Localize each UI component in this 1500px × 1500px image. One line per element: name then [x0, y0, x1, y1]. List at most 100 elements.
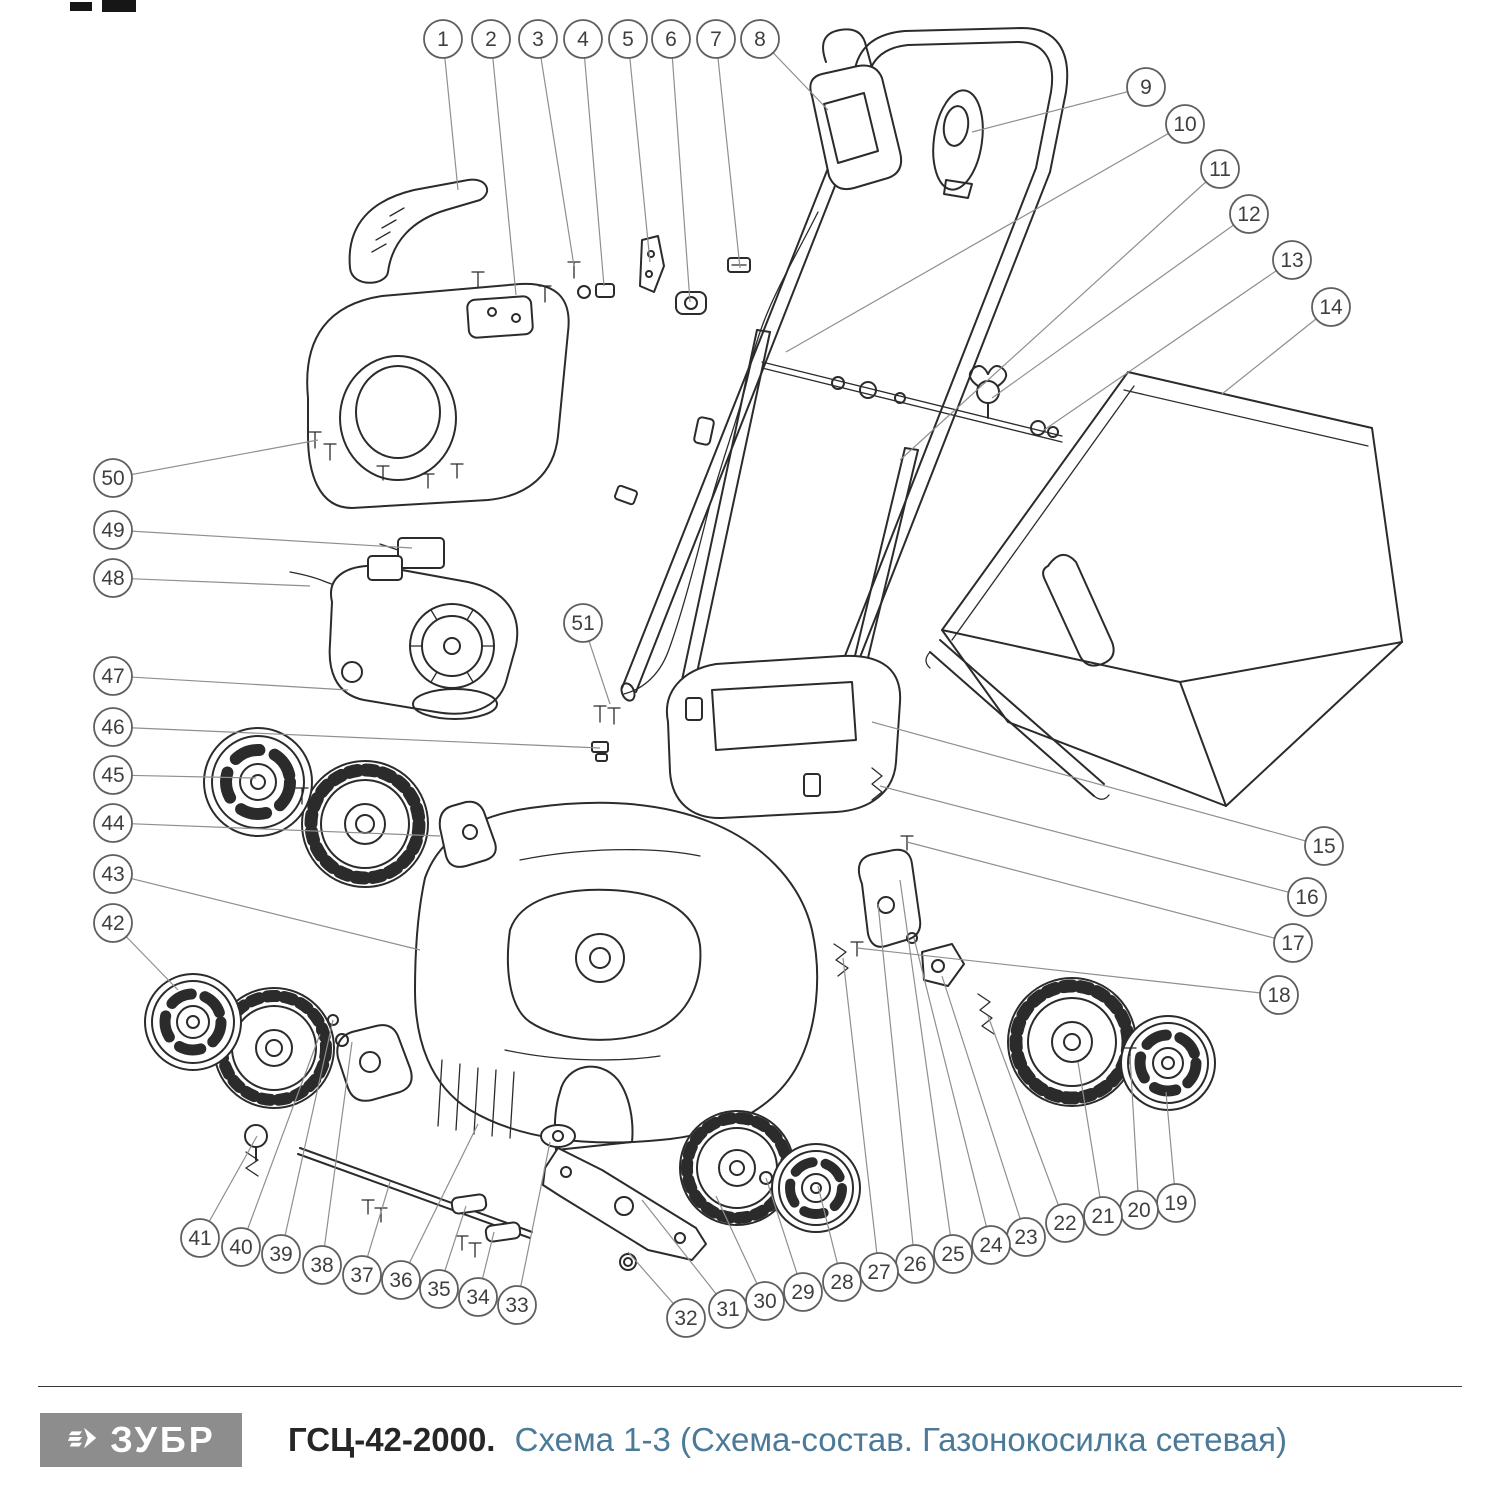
callout-3: 3 — [518, 19, 558, 59]
drawing-height-lever — [244, 1024, 413, 1177]
callout-13: 13 — [1272, 240, 1312, 280]
drawing-blade — [542, 1147, 707, 1271]
callout-31: 31 — [708, 1289, 748, 1329]
callout-35: 35 — [419, 1269, 459, 1309]
model-number: ГСЦ-42-2000. — [288, 1421, 496, 1458]
leader-line-12 — [991, 213, 1250, 399]
drawing-deck — [414, 801, 819, 1151]
callout-14: 14 — [1311, 287, 1351, 327]
drawing-handle-rod — [761, 361, 1063, 443]
svg-text:17: 17 — [1281, 932, 1304, 955]
drawing-start-lever — [932, 89, 984, 199]
callout-49: 49 — [93, 510, 133, 550]
drawing-left-upper-wheels — [203, 727, 497, 888]
svg-text:35: 35 — [427, 1278, 450, 1301]
drawing-rear-chassis — [665, 654, 914, 957]
svg-text:30: 30 — [753, 1290, 776, 1313]
leader-line-36 — [400, 1123, 479, 1281]
callout-5: 5 — [608, 19, 648, 59]
footer: ЗУБР ГСЦ-42-2000. Схема 1-3 (Схема-соста… — [0, 1386, 1500, 1467]
callout-43: 43 — [93, 854, 133, 894]
callout-18: 18 — [1259, 975, 1299, 1015]
callout-48: 48 — [93, 558, 133, 598]
leader-line-11 — [899, 168, 1221, 461]
leader-line-14 — [1221, 306, 1332, 395]
callout-11: 11 — [1200, 149, 1240, 189]
drawing-right-wheels — [1007, 977, 1216, 1111]
leader-line-18 — [856, 947, 1280, 996]
leader-line-22 — [987, 1015, 1066, 1224]
svg-text:26: 26 — [903, 1253, 926, 1276]
callout-22: 22 — [1045, 1203, 1085, 1243]
leader-line-49 — [112, 529, 413, 549]
callout-50: 50 — [93, 458, 133, 498]
callout-25: 25 — [933, 1234, 973, 1274]
svg-text:32: 32 — [674, 1307, 697, 1330]
leader-line-13 — [1043, 259, 1293, 431]
callout-41: 41 — [180, 1218, 220, 1258]
svg-text:23: 23 — [1014, 1226, 1037, 1249]
svg-text:42: 42 — [101, 912, 124, 935]
callout-6: 6 — [651, 19, 691, 59]
drawing-layer — [70, 0, 1403, 1271]
leader-line-29 — [765, 1177, 804, 1293]
callout-28: 28 — [822, 1262, 862, 1302]
leader-line-20 — [1129, 1055, 1140, 1211]
leader-line-27 — [842, 957, 880, 1273]
svg-text:25: 25 — [941, 1243, 964, 1266]
leader-line-38 — [321, 1041, 353, 1266]
callout-21: 21 — [1083, 1196, 1123, 1236]
leader-line-25 — [899, 879, 954, 1255]
callout-30: 30 — [745, 1281, 785, 1321]
svg-text:11: 11 — [1209, 158, 1231, 181]
corner-marks — [70, 0, 136, 12]
drawing-axle-rod — [297, 1124, 576, 1258]
svg-text:51: 51 — [571, 612, 594, 635]
callout-39: 39 — [261, 1234, 301, 1274]
svg-text:33: 33 — [505, 1294, 528, 1317]
callout-19: 19 — [1156, 1183, 1196, 1223]
drawing-hood — [306, 282, 570, 509]
svg-text:29: 29 — [791, 1281, 814, 1304]
svg-text:43: 43 — [101, 863, 124, 886]
callout-37: 37 — [342, 1255, 382, 1295]
zubr-logo: ЗУБР — [40, 1413, 242, 1467]
callout-15: 15 — [1304, 826, 1344, 866]
callout-32: 32 — [666, 1298, 706, 1338]
callout-29: 29 — [783, 1272, 823, 1312]
svg-text:49: 49 — [101, 519, 124, 542]
title-subtitle: Схема 1-3 (Схема-состав. Газонокосилка с… — [514, 1421, 1288, 1458]
svg-text:12: 12 — [1237, 203, 1260, 226]
leader-line-23 — [941, 975, 1027, 1238]
drawing-bottom-wheels — [679, 1110, 861, 1233]
svg-text:3: 3 — [532, 28, 544, 51]
leader-line-2 — [490, 38, 517, 296]
callout-46: 46 — [93, 707, 133, 747]
svg-text:37: 37 — [350, 1264, 373, 1287]
callout-12: 12 — [1229, 194, 1269, 234]
drawing-left-lower-wheels — [144, 973, 339, 1109]
svg-text:36: 36 — [389, 1269, 412, 1292]
leader-line-33 — [516, 1141, 551, 1306]
svg-text:40: 40 — [229, 1236, 252, 1259]
leader-lines — [112, 38, 1332, 1319]
callout-36: 36 — [381, 1260, 421, 1300]
svg-text:46: 46 — [101, 716, 124, 739]
svg-text:6: 6 — [665, 28, 677, 51]
svg-text:4: 4 — [577, 28, 589, 51]
callout-17: 17 — [1273, 923, 1313, 963]
callout-1: 1 — [423, 19, 463, 59]
callout-2: 2 — [471, 19, 511, 59]
callout-44: 44 — [93, 803, 133, 843]
drawing-motor — [328, 555, 621, 762]
svg-text:44: 44 — [101, 812, 125, 835]
callout-26: 26 — [895, 1244, 935, 1284]
callout-33: 33 — [497, 1285, 537, 1325]
exploded-view-diagram: 1234567891011121314151617181920212223242… — [70, 0, 1403, 1338]
callout-38: 38 — [302, 1245, 342, 1285]
callout-20: 20 — [1119, 1190, 1159, 1230]
callout-27: 27 — [859, 1252, 899, 1292]
leader-line-26 — [877, 903, 916, 1265]
svg-text:22: 22 — [1053, 1212, 1076, 1235]
